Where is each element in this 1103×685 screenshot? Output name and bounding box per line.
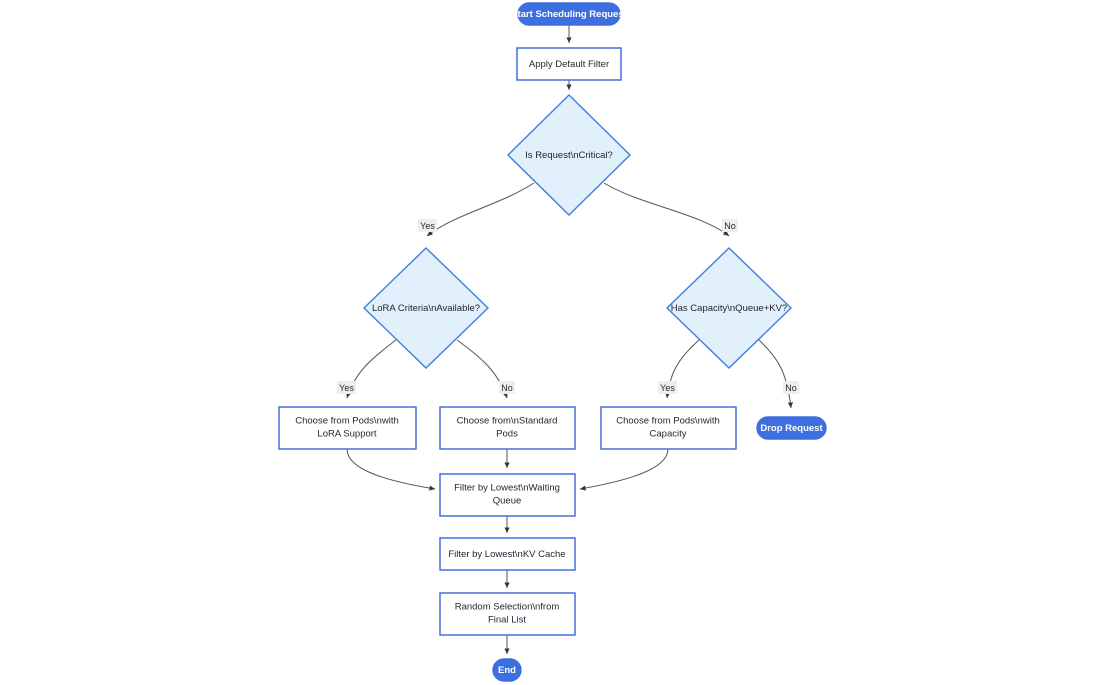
node-filter-lowest-kv-cache-label: Filter by Lowest\nKV Cache: [448, 549, 565, 560]
node-random-selection-final-list-label-line1: Random Selection\nfrom: [455, 602, 560, 613]
node-end-label: End: [498, 665, 516, 676]
node-drop-request[interactable]: Drop Request: [756, 416, 827, 440]
edge-layer: [346, 25, 793, 655]
edge-label-has-capacity-yes: Yes: [658, 381, 677, 394]
edge-label-lora-criteria-no: No: [499, 381, 515, 394]
node-filter-lowest-waiting-queue-label-line1: Filter by Lowest\nWaiting: [454, 483, 560, 494]
node-filter-lowest-waiting-queue-label-line2: Queue: [493, 496, 522, 507]
edge-label-text: No: [501, 383, 513, 393]
edge-choose-capacity-to-filter-queue: [579, 448, 669, 491]
edge-label-lora-criteria-yes: Yes: [337, 381, 356, 394]
edge-choose-lora-to-filter-queue: [346, 448, 436, 491]
edge-label-text: No: [724, 221, 736, 231]
node-choose-pods-lora-support-label-line2: LoRA Support: [317, 429, 377, 440]
node-choose-pods-capacity[interactable]: Choose from Pods\nwith Capacity: [600, 406, 737, 450]
node-filter-lowest-kv-cache[interactable]: Filter by Lowest\nKV Cache: [439, 537, 576, 571]
edge-is-critical-yes-to-lora-criteria: [426, 182, 535, 237]
node-start[interactable]: Start Scheduling Request: [511, 2, 628, 26]
node-choose-standard-pods-label-line2: Pods: [496, 429, 518, 440]
edge-label-has-capacity-no: No: [783, 381, 799, 394]
node-choose-standard-pods[interactable]: Choose from\nStandard Pods: [439, 406, 576, 450]
node-apply-default-filter-label: Apply Default Filter: [529, 59, 609, 70]
node-drop-request-label: Drop Request: [760, 423, 823, 434]
node-lora-criteria-available-label: LoRA Criteria\nAvailable?: [372, 303, 480, 314]
node-has-capacity-queue-kv-label: Has Capacity\nQueue+KV?: [671, 303, 787, 314]
edge-label-text: Yes: [420, 221, 435, 231]
node-layer: Start Scheduling Request Apply Default F…: [278, 2, 827, 682]
node-apply-default-filter[interactable]: Apply Default Filter: [516, 47, 622, 81]
node-choose-pods-lora-support[interactable]: Choose from Pods\nwith LoRA Support: [278, 406, 417, 450]
node-choose-pods-capacity-label-line2: Capacity: [650, 429, 687, 440]
node-is-request-critical-label: Is Request\nCritical?: [525, 150, 613, 161]
node-filter-lowest-waiting-queue[interactable]: Filter by Lowest\nWaiting Queue: [439, 473, 576, 517]
node-end[interactable]: End: [492, 658, 522, 682]
edge-label-text: No: [785, 383, 797, 393]
edge-label-is-critical-yes: Yes: [418, 219, 437, 232]
edge-label-is-critical-no: No: [722, 219, 738, 232]
edge-label-text: Yes: [660, 383, 675, 393]
node-choose-standard-pods-label-line1: Choose from\nStandard: [457, 416, 558, 427]
edge-label-layer: Yes No Yes No Yes No: [337, 219, 799, 394]
node-choose-pods-capacity-label-line1: Choose from Pods\nwith: [616, 416, 720, 427]
node-random-selection-final-list[interactable]: Random Selection\nfrom Final List: [439, 592, 576, 636]
node-lora-criteria-available[interactable]: LoRA Criteria\nAvailable?: [362, 247, 490, 369]
node-choose-pods-lora-support-label-line1: Choose from Pods\nwith: [295, 416, 399, 427]
node-has-capacity-queue-kv[interactable]: Has Capacity\nQueue+KV?: [665, 247, 793, 369]
node-is-request-critical[interactable]: Is Request\nCritical?: [507, 94, 631, 216]
node-start-label: Start Scheduling Request: [511, 9, 627, 20]
edge-has-capacity-no-to-drop-request: [758, 339, 793, 409]
node-random-selection-final-list-label-line2: Final List: [488, 615, 526, 626]
edge-is-critical-no-to-has-capacity: [603, 182, 730, 237]
edge-label-text: Yes: [339, 383, 354, 393]
